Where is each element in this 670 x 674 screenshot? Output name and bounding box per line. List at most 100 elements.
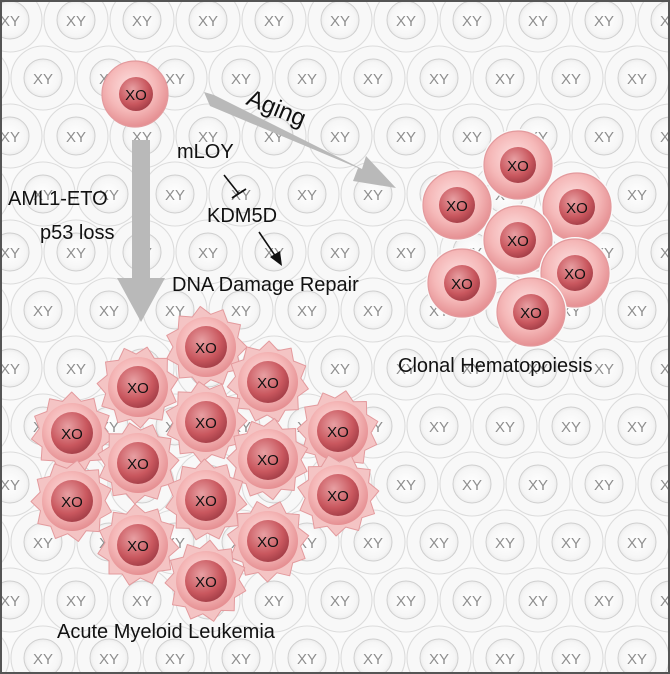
xo-label: XO <box>257 452 279 469</box>
xy-label: XY <box>594 361 614 378</box>
xy-label: XY <box>429 419 449 436</box>
xy-cell: XY <box>10 45 76 111</box>
xy-label: XY <box>396 477 416 494</box>
xy-cell: XY <box>208 625 274 674</box>
xy-label: XY <box>330 361 350 378</box>
aml-xo-cell: XO <box>97 422 180 505</box>
xy-label: XY <box>0 129 20 146</box>
xy-label: XY <box>462 129 482 146</box>
xy-label: XY <box>528 361 548 378</box>
xy-label: XY <box>462 477 482 494</box>
xy-cell: XY <box>307 0 373 53</box>
xo-label: XO <box>257 375 279 392</box>
xo-label: XO <box>451 276 473 293</box>
xo-label: XO <box>327 424 349 441</box>
xy-cell: XY <box>0 170 10 218</box>
xy-cell: XY <box>175 103 241 169</box>
xy-label: XY <box>132 13 152 30</box>
arrows <box>117 92 396 322</box>
aml-xo-cell: XO <box>30 459 112 542</box>
xy-label: XY <box>66 245 86 262</box>
xy-label: XY <box>627 651 647 668</box>
xy-label: XY <box>198 13 218 30</box>
xo-label: XO <box>127 538 149 555</box>
xy-cell: XY <box>175 219 241 285</box>
xy-cell: XY <box>538 509 604 575</box>
xy-label: XY <box>33 651 53 668</box>
xy-label: XY <box>627 187 647 204</box>
xy-cell: XY <box>439 567 505 633</box>
xy-cell: XY <box>142 161 208 227</box>
xy-label: XY <box>561 651 581 668</box>
xy-label: XY <box>561 535 581 552</box>
xy-cell: XY <box>571 0 637 53</box>
xy-cell: XY <box>43 335 109 401</box>
xy-cell: XY <box>637 335 670 401</box>
xy-label: XY <box>33 187 53 204</box>
xy-cell: XY <box>142 625 208 674</box>
xy-cell: XY <box>0 0 43 53</box>
xy-label: XY <box>627 419 647 436</box>
xy-cell: XY <box>472 509 538 575</box>
xy-label: XY <box>627 303 647 320</box>
clonal-xo-cell: XO <box>495 276 567 348</box>
xy-cell: XY <box>604 161 670 227</box>
xy-label: XY <box>363 187 383 204</box>
aml-xo-cell: XO <box>296 390 379 473</box>
xo-label: XO <box>195 415 217 432</box>
xy-label: XY <box>66 593 86 610</box>
xy-label: XY <box>495 535 515 552</box>
xy-cell: XY <box>637 219 670 285</box>
xy-label: XY <box>99 651 119 668</box>
xy-label: XY <box>660 245 670 262</box>
xy-cell: XY <box>571 567 637 633</box>
xy-cell: XY <box>505 335 571 401</box>
xy-label: XY <box>330 593 350 610</box>
xy-label: XY <box>429 651 449 668</box>
aml-arrow <box>117 140 165 322</box>
xy-cell: XY <box>43 219 109 285</box>
xy-label: XY <box>396 245 416 262</box>
xy-cell: XY <box>472 45 538 111</box>
xy-label: XY <box>561 71 581 88</box>
xy-cell: XY <box>505 567 571 633</box>
xy-label: XY <box>495 419 515 436</box>
aml-xo-cell: XO <box>165 458 248 541</box>
xy-cell: XY <box>373 335 439 401</box>
clonal-xo-cell: XO <box>482 204 554 276</box>
xy-cell: XY <box>0 567 43 633</box>
xy-cell: XY <box>0 286 10 334</box>
xy-cell: XY <box>307 567 373 633</box>
xy-label: XY <box>396 129 416 146</box>
xy-cell: XY <box>0 402 10 450</box>
xy-label: XY <box>528 13 548 30</box>
xy-label: XY <box>33 303 53 320</box>
xy-label: XY <box>297 651 317 668</box>
xy-label: XY <box>660 129 670 146</box>
xy-label: XY <box>264 593 284 610</box>
xy-cell: XY <box>76 625 142 674</box>
xy-cell: XY <box>76 161 142 227</box>
xo-label: XO <box>257 534 279 551</box>
xy-label: XY <box>198 245 218 262</box>
xy-cell: XY <box>538 45 604 111</box>
xy-label: XY <box>660 361 670 378</box>
xy-cell: XY <box>274 277 340 343</box>
aging-arrow <box>204 92 396 188</box>
aml-xo-cell: XO <box>227 501 310 583</box>
xy-cell: XY <box>538 393 604 459</box>
xy-label: XY <box>33 535 53 552</box>
xy-label: XY <box>0 593 20 610</box>
xy-label: XY <box>0 361 20 378</box>
inhibition-bar <box>231 188 247 199</box>
xy-label: XY <box>594 13 614 30</box>
xo-label: XO <box>195 574 217 591</box>
xy-cell: XY <box>571 451 637 517</box>
xy-label: XY <box>363 303 383 320</box>
xy-label: XY <box>231 651 251 668</box>
aml-xo-cell: XO <box>165 381 248 464</box>
